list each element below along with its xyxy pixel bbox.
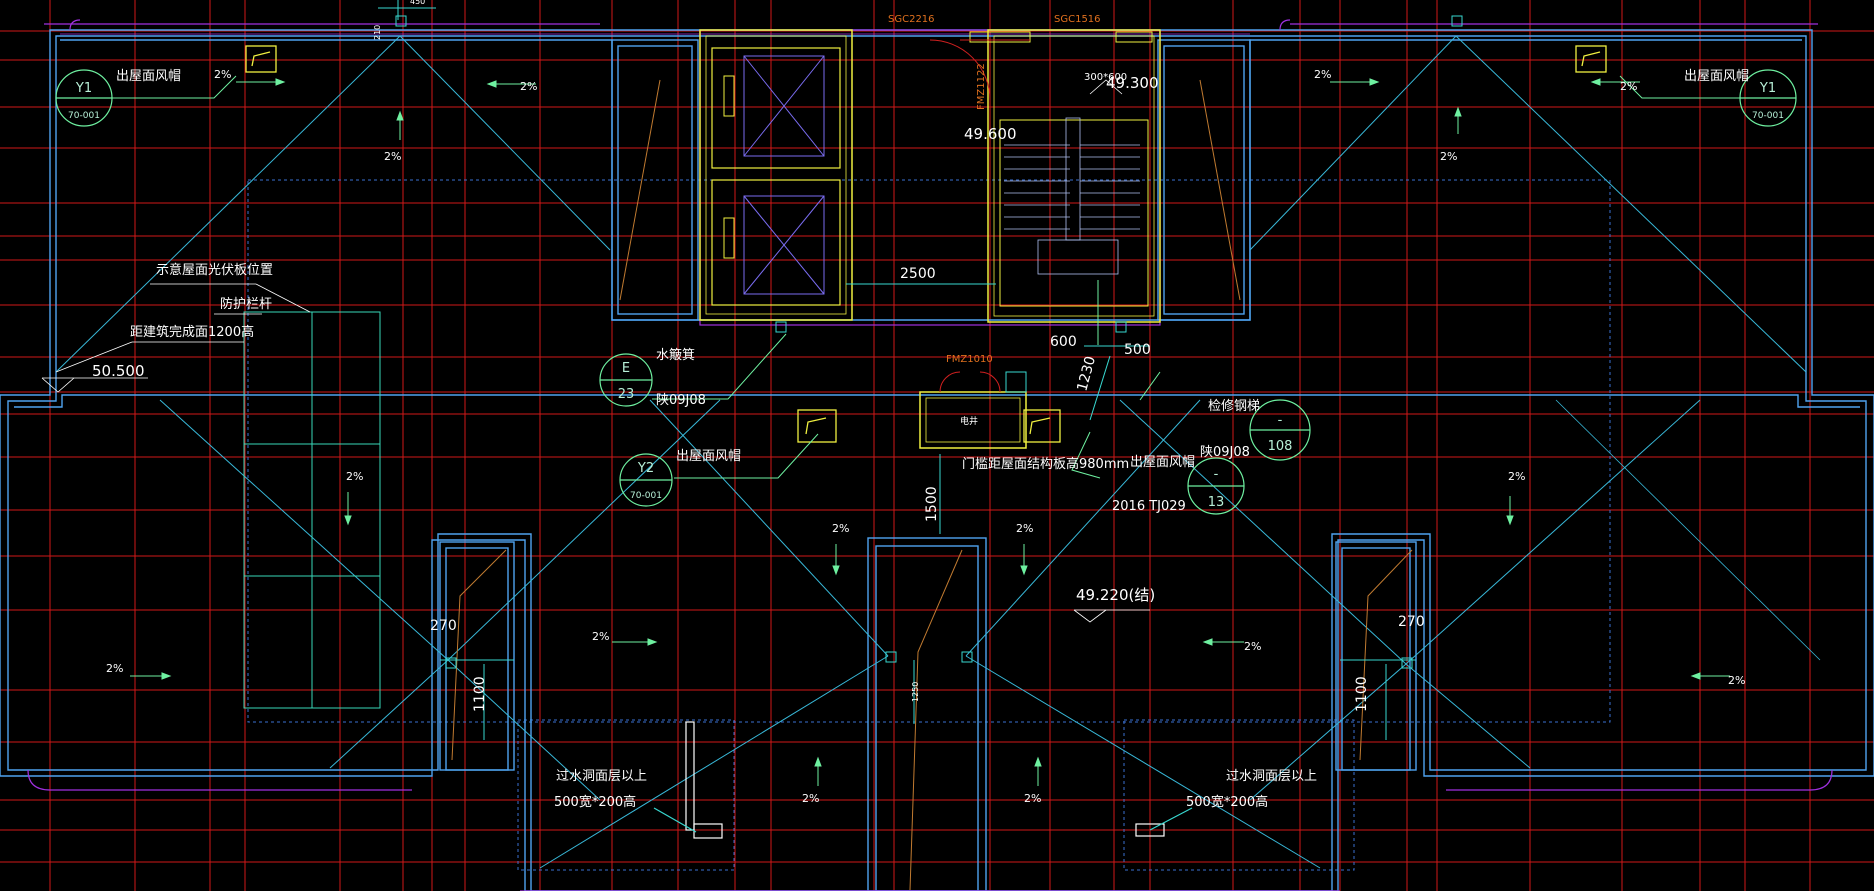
slope-label: 2% <box>1728 674 1745 687</box>
overflow-openings <box>653 721 1193 839</box>
code-sgc-right: SGC1516 <box>1054 14 1101 25</box>
ref-ladder-spec: 陕09J08 <box>1200 445 1250 460</box>
vent-cap-label-left: 出屋面风帽 <box>116 68 181 84</box>
roof-drains <box>395 15 1463 669</box>
code-small-300: 300*600 <box>1084 72 1127 83</box>
slope-label: 2% <box>384 150 401 163</box>
slope-label: 2% <box>520 80 537 93</box>
pv-note: 示意屋面光伏板位置 <box>156 262 273 278</box>
dim-600: 600 <box>1050 334 1077 350</box>
slope-label: 2% <box>1440 150 1457 163</box>
slope-label: 2% <box>214 68 231 81</box>
slope-arrows <box>130 78 1730 786</box>
ref-y1-right-sub: 70-001 <box>1752 111 1784 121</box>
code-fmz-mid: FMZ1010 <box>946 354 993 365</box>
elec-well-label: 电井 <box>960 415 978 427</box>
parapet-lines <box>27 19 1833 891</box>
ref-y1-right: Y1 <box>1759 81 1776 96</box>
guardrail-label: 防护栏杆 <box>220 296 272 312</box>
dim-270-right: 270 <box>1398 614 1425 630</box>
reference-circles <box>55 69 1797 515</box>
slope-label: 2% <box>1508 470 1525 483</box>
orange-slope-lines <box>451 79 1413 891</box>
vent-cap-label-mid: 出屋面风帽 <box>676 448 741 464</box>
dim-270-left: 270 <box>430 618 457 634</box>
dim-1100-right: 1100 <box>1354 676 1370 712</box>
slope-label: 2% <box>106 662 123 675</box>
ref-e-bottom: 23 <box>618 387 635 402</box>
leader-lines <box>94 75 1766 479</box>
dim-450: 450 <box>410 0 425 6</box>
overflow-right-line1: 过水洞面层以上 <box>1226 769 1317 784</box>
dim-1100-left: 1100 <box>472 676 488 712</box>
elevation-50500: 50.500 <box>92 362 145 380</box>
ref-vent-bottom: 13 <box>1208 495 1225 510</box>
steel-ladder-label: 检修钢梯 <box>1208 399 1260 414</box>
overflow-left-line2: 500宽*200高 <box>554 794 636 810</box>
drainage-diagonals <box>55 35 1821 869</box>
code-fmz-vertical: FMZ1122 <box>976 63 987 110</box>
vent-hoods <box>245 45 1607 443</box>
ref-ladder-bottom: 108 <box>1268 439 1293 454</box>
elevation-49300: 49.300 <box>1106 74 1159 92</box>
ref-y2: Y2 <box>637 461 654 476</box>
ref-y1-left: Y1 <box>75 81 92 96</box>
slope-label: 2% <box>1244 640 1261 653</box>
overflow-right-line2: 500宽*200高 <box>1186 794 1268 810</box>
slope-label: 2% <box>592 630 609 643</box>
vent-cap-label-right: 出屋面风帽 <box>1684 68 1749 84</box>
ref-vent-top: - <box>1214 467 1219 482</box>
slope-label: 2% <box>346 470 363 483</box>
water-pump-label: 水簸箕 <box>656 347 695 363</box>
dim-2500: 2500 <box>900 266 936 282</box>
ref-y2-sub: 70-001 <box>630 491 662 501</box>
vent-cap-label-right2: 出屋面风帽 <box>1130 454 1195 470</box>
ref-e-top: E <box>622 361 630 376</box>
dimension-lines <box>378 0 1416 740</box>
dim-210: 210 <box>373 25 382 40</box>
stair-core <box>929 29 1161 323</box>
ref-vent-spec: 2016 TJ029 <box>1112 499 1186 514</box>
electric-shaft <box>919 371 1027 449</box>
slope-label: 2% <box>1620 80 1637 93</box>
ref-ladder-top: - <box>1278 413 1283 428</box>
annotation-text: 出屋面风帽 出屋面风帽 出屋面风帽 出屋面风帽 示意屋面光伏板位置 防护栏杆 距… <box>68 0 1784 810</box>
pv-panel-area <box>243 311 381 709</box>
dim-1500: 1500 <box>924 486 940 522</box>
ref-y1-left-sub: 70-001 <box>68 111 100 121</box>
elevation-49600: 49.600 <box>964 125 1017 143</box>
guardrail-leaders <box>41 79 1150 623</box>
code-sgc-left: SGC2216 <box>888 14 935 25</box>
guardrail-height-label: 距建筑完成面1200高 <box>130 324 254 340</box>
elevation-49220: 49.220(结) <box>1076 586 1155 604</box>
ref-e-spec: 陕09J08 <box>656 393 706 408</box>
dashed-guides <box>247 179 1611 871</box>
slope-label: 2% <box>1024 792 1041 805</box>
overflow-left-line1: 过水洞面层以上 <box>556 769 647 784</box>
slope-label: 2% <box>1016 522 1033 535</box>
elevator-shafts <box>699 29 853 321</box>
slope-label: 2% <box>802 792 819 805</box>
dim-500: 500 <box>1124 342 1151 358</box>
threshold-note: 门槛距屋面结构板高980mm <box>962 456 1129 472</box>
dim-1250: 1250 <box>911 682 920 702</box>
slope-label: 2% <box>1314 68 1331 81</box>
roof-walls <box>0 29 1874 891</box>
slope-label: 2% <box>832 522 849 535</box>
